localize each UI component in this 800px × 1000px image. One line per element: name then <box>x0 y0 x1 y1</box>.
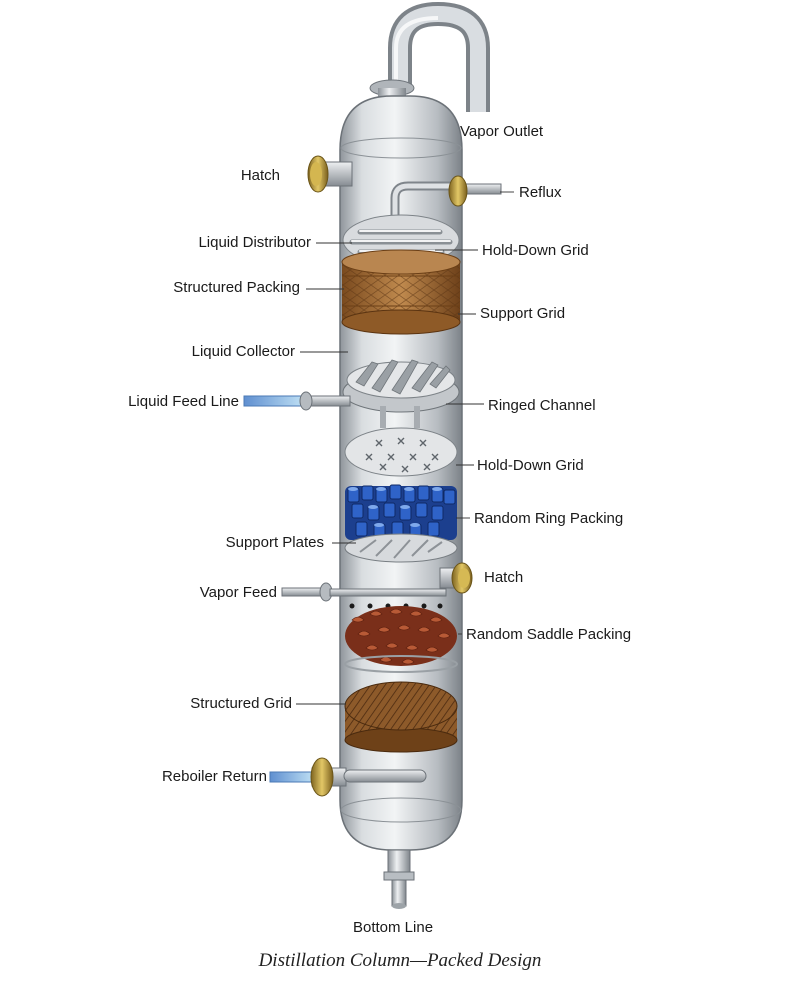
label-liquid-collector: Liquid Collector <box>191 343 295 360</box>
hatch-mid <box>439 562 473 594</box>
label-ringed-channel: Ringed Channel <box>488 397 596 414</box>
label-vapor-feed: Vapor Feed <box>199 584 277 601</box>
label-hatch-mid: Hatch <box>484 569 524 586</box>
label-bottom-line: Bottom Line <box>353 919 434 936</box>
support-plates <box>344 533 458 563</box>
vapor-outlet-pipe <box>369 1 490 112</box>
label-support-grid: Support Grid <box>480 305 566 322</box>
label-random-ring-packing: Random Ring Packing <box>474 510 624 527</box>
random-saddle-packing <box>344 606 458 673</box>
label-reflux: Reflux <box>519 184 562 201</box>
hatch-top <box>307 155 353 193</box>
bottom-line-nozzle <box>383 849 415 909</box>
structured-packing <box>341 249 461 335</box>
reboiler-return <box>269 757 427 797</box>
reflux-nozzle <box>390 175 502 230</box>
label-hold-down-grid-mid: Hold-Down Grid <box>477 457 584 474</box>
liquid-collector <box>342 359 460 428</box>
label-reboiler-return: Reboiler Return <box>161 768 267 785</box>
label-hatch-top: Hatch <box>240 167 280 184</box>
label-hold-down-grid-top: Hold-Down Grid <box>482 242 589 259</box>
label-vapor-outlet: Vapor Outlet <box>460 123 544 140</box>
vapor-feed-line <box>281 582 447 609</box>
label-liquid-distributor: Liquid Distributor <box>198 234 311 251</box>
label-random-saddle-packing: Random Saddle Packing <box>466 626 632 643</box>
leader-lines <box>296 191 514 705</box>
figure-caption: Distillation Column—Packed Design <box>258 950 542 971</box>
label-liquid-feed-line: Liquid Feed Line <box>128 393 239 410</box>
label-structured-grid: Structured Grid <box>190 695 292 712</box>
hold-down-grid-mid <box>344 427 458 477</box>
label-structured-packing: Structured Packing <box>173 279 300 296</box>
random-ring-packing <box>345 484 457 540</box>
label-support-plates: Support Plates <box>225 534 324 551</box>
structured-grid <box>344 681 458 753</box>
liquid-feed-line <box>243 391 351 411</box>
